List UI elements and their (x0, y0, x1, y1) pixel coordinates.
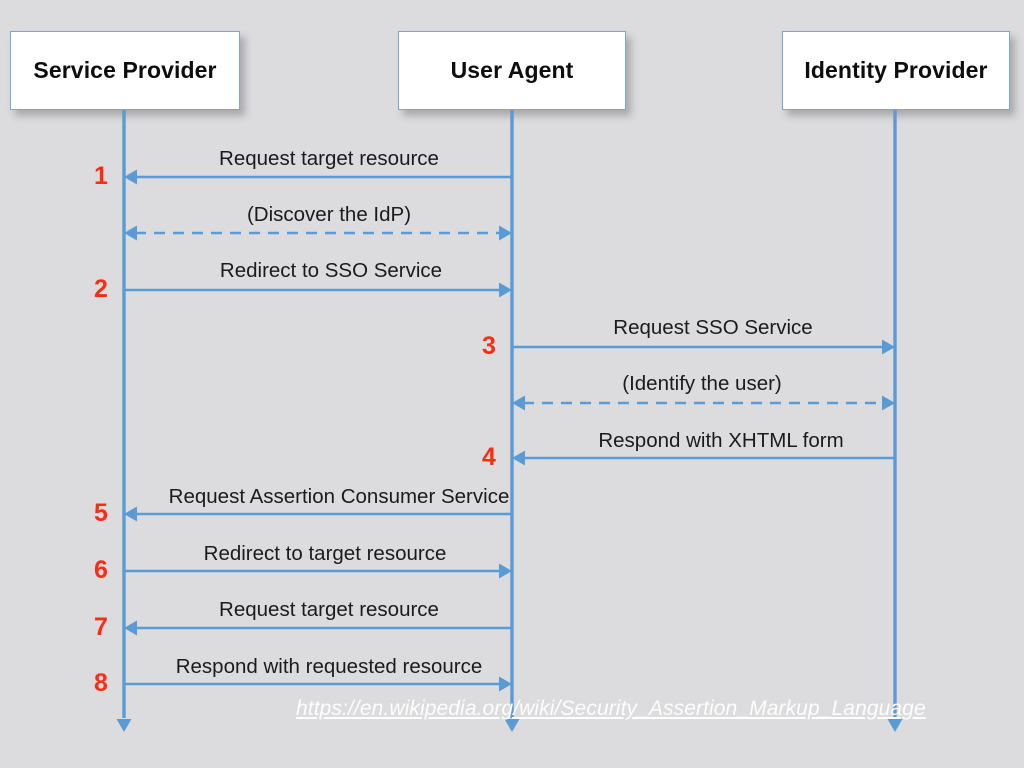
message-arrowhead-right-3 (882, 339, 895, 355)
actor-box-service-provider: Service Provider (10, 31, 240, 110)
message-label-2: Redirect to SSO Service (219, 259, 443, 282)
message-arrowhead-right-9 (499, 676, 512, 692)
step-number-1: 1 (94, 162, 108, 190)
source-url-link[interactable]: https://en.wikipedia.org/wiki/Security_A… (296, 697, 926, 720)
message-arrowhead-left-0 (124, 169, 137, 185)
message-arrowhead-right-7 (499, 563, 512, 579)
message-arrowhead-left-4 (512, 395, 525, 411)
actor-label-identity-provider: Identity Provider (804, 57, 988, 83)
message-label-note-4: (Identify the user) (622, 372, 782, 395)
actor-box-identity-provider: Identity Provider (782, 31, 1010, 110)
actor-box-user-agent: User Agent (398, 31, 626, 110)
message-label-1: Request target resource (219, 147, 439, 170)
message-arrowhead-left-8 (124, 620, 137, 636)
message-label-5: Request Assertion Consumer Service (168, 485, 510, 508)
lifeline-end-arrowhead-service-provider (116, 719, 132, 732)
message-arrowhead-right-4 (882, 395, 895, 411)
message-arrowhead-left-5 (512, 450, 525, 466)
message-label-7: Request target resource (219, 598, 439, 621)
message-arrowhead-right-2 (499, 282, 512, 298)
step-number-8: 8 (94, 669, 108, 697)
actor-label-user-agent: User Agent (450, 57, 574, 83)
message-label-6: Redirect to target resource (203, 542, 447, 565)
actor-label-service-provider: Service Provider (33, 57, 217, 83)
step-number-2: 2 (94, 275, 108, 303)
message-arrowhead-left-6 (124, 506, 137, 522)
step-number-6: 6 (94, 556, 108, 584)
step-number-3: 3 (482, 332, 496, 360)
step-number-7: 7 (94, 613, 108, 641)
step-number-5: 5 (94, 499, 108, 527)
message-label-8: Respond with requested resource (175, 655, 483, 678)
message-arrowhead-left-1 (124, 225, 137, 241)
step-number-4: 4 (482, 443, 496, 471)
message-label-3: Request SSO Service (613, 316, 813, 339)
message-label-4: Respond with XHTML form (598, 429, 844, 452)
message-label-note-1: (Discover the IdP) (246, 203, 412, 226)
message-arrowhead-right-1 (499, 225, 512, 241)
